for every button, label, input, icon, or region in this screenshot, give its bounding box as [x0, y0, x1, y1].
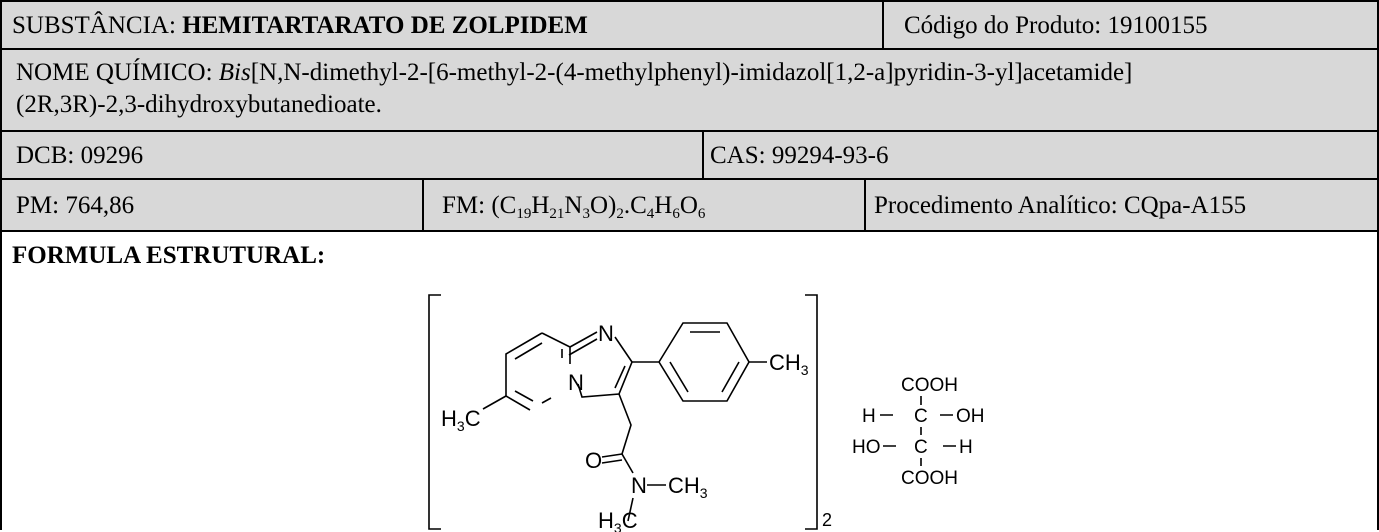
fm-field: FM: (C19H21N3O)2.C4H6O6 [442, 191, 706, 222]
row-formula: FORMULA ESTRUTURAL: [0, 230, 1379, 532]
divider [882, 2, 884, 48]
fm-p9: 4 [646, 206, 655, 222]
nome-quimico-line2: (2R,3R)-2,3-dihydroxybutanedioate. [16, 91, 382, 118]
dcb-field: DCB: 09296 [16, 141, 143, 171]
procedimento-field: Procedimento Analítico: CQpa-A155 [874, 191, 1246, 221]
amide-bond [621, 453, 634, 474]
atom-n-ch3: CH3 [668, 473, 708, 501]
tartrate-cooh-bottom: COOH [901, 468, 958, 489]
nome-quimico-line1: NOME QUÍMICO: Bis[N,N-dimethyl-2-[6-meth… [16, 58, 1132, 88]
atom-ch3-right: CH3 [769, 350, 809, 378]
divider [864, 180, 866, 230]
cas-field: CAS: 99294-93-6 [710, 141, 889, 171]
bracket-right [805, 294, 818, 530]
nome-quimico-label: NOME QUÍMICO: [16, 59, 219, 86]
fm-p4: N [564, 192, 583, 219]
dcb-label: DCB: [16, 142, 81, 169]
codigo-produto: Código do Produto: 19100155 [904, 11, 1208, 41]
divider [702, 132, 704, 178]
procedimento-value: CQpa-A155 [1123, 192, 1247, 219]
atom-n1: N [598, 321, 614, 346]
tartrate-cooh-top: COOH [901, 375, 958, 396]
pm-label: PM: [16, 192, 66, 219]
ch2-bond [618, 393, 632, 455]
formula-title: FORMULA ESTRUTURAL: [12, 242, 326, 269]
bracket-left [428, 294, 441, 530]
row-nome-quimico: NOME QUÍMICO: Bis[N,N-dimethyl-2-[6-meth… [0, 48, 1379, 130]
atom-h3c-left: H3C [441, 406, 481, 434]
structural-formula: N N CH3 H3C O N CH3 H3C 2 COOH H C OH HO… [428, 294, 985, 532]
tartrate-c-1: C [914, 406, 928, 427]
procedimento-label: Procedimento Analítico: [874, 192, 1124, 219]
fm-p13: 6 [697, 206, 706, 222]
phenyl-ring [632, 322, 750, 402]
fm-p1: 19 [516, 206, 532, 222]
atom-n2: N [568, 370, 584, 395]
n-methyl-bond-down [627, 497, 634, 522]
carbonyl-bond [601, 453, 623, 464]
divider [422, 180, 424, 230]
tartrate-c-2: C [914, 437, 928, 458]
pm-value: 764,86 [65, 192, 135, 219]
bracket-subscript: 2 [822, 510, 832, 530]
nome-quimico-italic: Bis [218, 59, 251, 86]
row-substancia: SUBSTÂNCIA: HEMITARTARATO DE ZOLPIDEM Có… [0, 0, 1379, 48]
methyl-bond-left [482, 395, 507, 410]
tartrate-ho: HO [852, 437, 881, 458]
tartrate-h-2: H [959, 437, 973, 458]
fm-p6: O) [589, 192, 617, 219]
imidazole-double-bond [614, 365, 626, 389]
codigo-value: 19100155 [1107, 12, 1208, 39]
row-dcb-cas: DCB: 09296 CAS: 99294-93-6 [0, 130, 1379, 178]
fm-p10: H [654, 192, 673, 219]
row-pm-fm: PM: 764,86 FM: (C19H21N3O)2.C4H6O6 Proce… [0, 178, 1379, 230]
atom-labels: N N CH3 H3C O N CH3 H3C 2 [441, 321, 832, 532]
fm-p3: 21 [549, 206, 565, 222]
substancia-label: SUBSTÂNCIA: [12, 12, 183, 39]
phenyl-double-bonds [669, 331, 740, 393]
molecule-bonds [428, 294, 956, 530]
pm-field: PM: 764,86 [16, 191, 134, 221]
cas-label: CAS: [710, 142, 772, 169]
dcb-value: 09296 [80, 142, 144, 169]
substancia-field: SUBSTÂNCIA: HEMITARTARATO DE ZOLPIDEM [12, 11, 588, 41]
atom-n3: N [631, 473, 647, 498]
fm-p12: O [679, 192, 698, 219]
tartrate-horizontal-bonds [880, 414, 956, 447]
codigo-label: Código do Produto: [904, 12, 1108, 39]
fm-p5: 3 [582, 206, 590, 222]
atom-o: O [585, 448, 602, 473]
cas-value: 99294-93-6 [771, 142, 889, 169]
tartrate-oh: OH [956, 406, 985, 427]
atom-h3c-bottom: H3C [598, 508, 638, 532]
fm-p8: .C [623, 192, 647, 219]
fm-p7: 2 [616, 206, 624, 222]
tartrate-labels: COOH H C OH HO C H COOH [852, 375, 985, 489]
fm-p11: 6 [672, 206, 680, 222]
nome-quimico-rest: [N,N-dimethyl-2-[6-methyl-2-(4-methylphe… [250, 59, 1133, 86]
pyridine-double-bonds [514, 342, 563, 402]
fm-p2: H [531, 192, 550, 219]
tartrate-h-1: H [862, 406, 876, 427]
substancia-value: HEMITARTARATO DE ZOLPIDEM [182, 12, 588, 39]
fm-p0: (C [491, 192, 517, 219]
fm-label: FM: [442, 192, 492, 219]
